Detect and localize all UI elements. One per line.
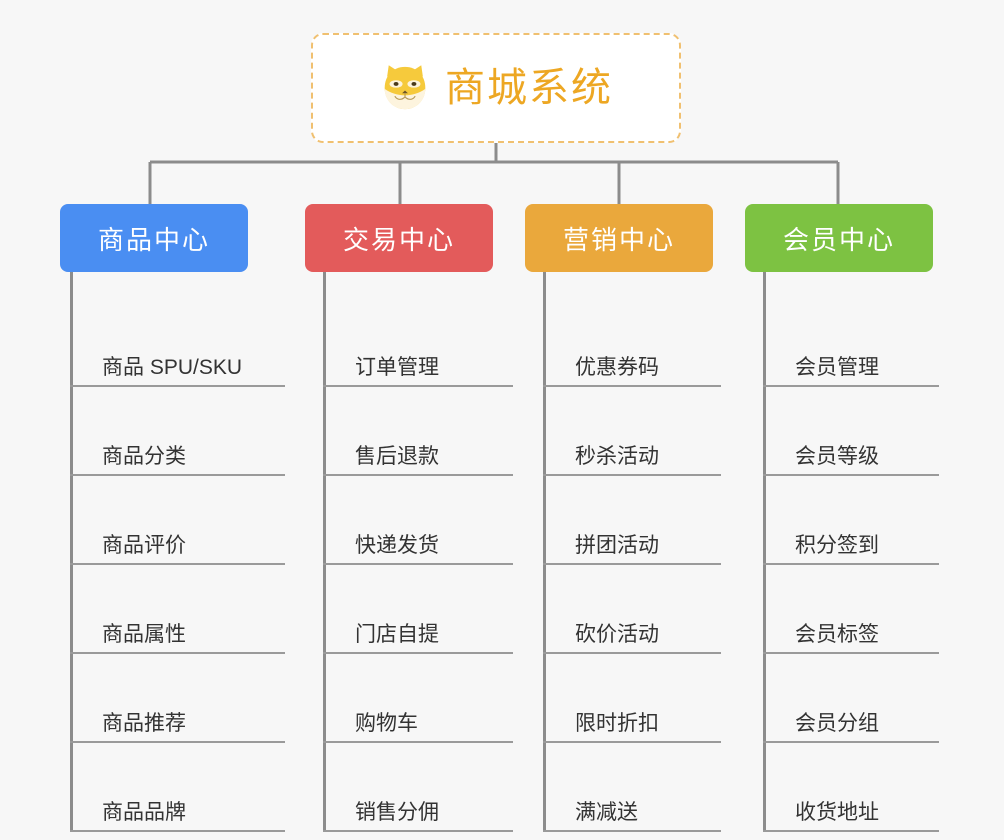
leaf-item-label: 售后退款 [355, 445, 439, 468]
leaf-item[interactable]: 商品 SPU/SKU [60, 298, 285, 387]
leaf-item-label: 优惠券码 [575, 356, 659, 379]
leaf-list: 商品 SPU/SKU 商品分类商品评价商品属性商品推荐商品品牌 [60, 272, 285, 832]
leaf-item[interactable]: 会员标签 [753, 565, 973, 654]
leaf-item[interactable]: 销售分佣 [313, 743, 533, 832]
leaf-item-label: 收货地址 [795, 801, 879, 824]
leaf-item[interactable]: 快递发货 [313, 476, 533, 565]
leaf-item[interactable]: 砍价活动 [533, 565, 753, 654]
leaf-item[interactable]: 优惠券码 [533, 298, 753, 387]
category-header[interactable]: 商品中心 [60, 204, 248, 272]
leaf-item[interactable]: 商品评价 [60, 476, 285, 565]
leaf-item-label: 满减送 [575, 801, 638, 824]
category-column-1: 商品中心商品 SPU/SKU 商品分类商品评价商品属性商品推荐商品品牌 [60, 204, 285, 832]
category-header[interactable]: 交易中心 [305, 204, 493, 272]
leaf-item[interactable]: 会员管理 [753, 298, 973, 387]
leaf-item[interactable]: 秒杀活动 [533, 387, 753, 476]
leaf-item-label: 商品推荐 [102, 712, 186, 735]
leaf-item-underline [323, 474, 513, 476]
category-title: 会员中心 [782, 224, 895, 255]
leaf-item-label: 会员标签 [795, 623, 879, 646]
leaf-item-label: 商品属性 [102, 623, 186, 646]
shiba-dog-icon [384, 65, 426, 110]
leaf-item-underline [543, 563, 721, 565]
column-trunk-line [70, 272, 73, 832]
leaf-item-underline [763, 474, 939, 476]
leaf-item-underline [70, 741, 285, 743]
leaf-item-underline [763, 652, 939, 654]
leaf-item-label: 会员等级 [795, 445, 879, 468]
leaf-item[interactable]: 会员等级 [753, 387, 973, 476]
leaf-item-underline [70, 474, 285, 476]
leaf-item-label: 销售分佣 [355, 801, 439, 824]
leaf-item-underline [70, 652, 285, 654]
category-column-4: 会员中心会员管理会员等级积分签到会员标签会员分组收货地址 [745, 204, 973, 832]
leaf-item[interactable]: 满减送 [533, 743, 753, 832]
column-trunk-line [323, 272, 326, 832]
leaf-item[interactable]: 门店自提 [313, 565, 533, 654]
column-trunk-line [543, 272, 546, 832]
leaf-list: 订单管理售后退款快递发货门店自提购物车销售分佣 [313, 272, 533, 832]
leaf-item-underline [70, 830, 285, 832]
leaf-item[interactable]: 收货地址 [753, 743, 973, 832]
category-title: 商品中心 [97, 224, 210, 255]
leaf-item-label: 砍价活动 [575, 623, 659, 646]
leaf-item-label: 商品评价 [102, 534, 186, 557]
leaf-list: 会员管理会员等级积分签到会员标签会员分组收货地址 [753, 272, 973, 832]
leaf-item-label: 订单管理 [355, 356, 439, 379]
category-title: 营销中心 [562, 224, 675, 255]
leaf-item-label: 拼团活动 [575, 534, 659, 557]
leaf-item-label: 限时折扣 [575, 712, 659, 735]
leaf-item-underline [543, 385, 721, 387]
leaf-item[interactable]: 售后退款 [313, 387, 533, 476]
category-title: 交易中心 [342, 224, 455, 255]
leaf-item-underline [543, 741, 721, 743]
leaf-item-underline [70, 563, 285, 565]
leaf-item[interactable]: 商品分类 [60, 387, 285, 476]
leaf-item-underline [763, 741, 939, 743]
leaf-item-label: 会员分组 [795, 712, 879, 735]
leaf-item-label: 购物车 [355, 712, 418, 735]
leaf-item-underline [323, 652, 513, 654]
leaf-item-underline [323, 385, 513, 387]
root-title: 商城系统 [445, 66, 613, 110]
leaf-item[interactable]: 购物车 [313, 654, 533, 743]
column-trunk-line [763, 272, 766, 832]
leaf-item-underline [763, 563, 939, 565]
root-node[interactable]: 商城系统 [311, 33, 681, 143]
leaf-item-label: 商品分类 [102, 445, 186, 468]
leaf-item-underline [763, 830, 939, 832]
leaf-item-label: 会员管理 [795, 356, 879, 379]
leaf-item-label: 门店自提 [355, 623, 439, 646]
leaf-item-label: 积分签到 [795, 534, 879, 557]
leaf-item-label: 秒杀活动 [575, 445, 659, 468]
leaf-item-underline [70, 385, 285, 387]
leaf-item-underline [543, 830, 721, 832]
leaf-item-underline [763, 385, 939, 387]
leaf-item-underline [543, 652, 721, 654]
leaf-item[interactable]: 积分签到 [753, 476, 973, 565]
leaf-item[interactable]: 商品属性 [60, 565, 285, 654]
category-header[interactable]: 会员中心 [745, 204, 933, 272]
leaf-item[interactable]: 商品推荐 [60, 654, 285, 743]
category-header[interactable]: 营销中心 [525, 204, 713, 272]
leaf-item[interactable]: 限时折扣 [533, 654, 753, 743]
leaf-item-label: 快递发货 [355, 534, 439, 557]
leaf-item[interactable]: 会员分组 [753, 654, 973, 743]
leaf-item[interactable]: 拼团活动 [533, 476, 753, 565]
leaf-list: 优惠券码秒杀活动拼团活动砍价活动限时折扣满减送 [533, 272, 753, 832]
leaf-item-underline [323, 830, 513, 832]
category-column-2: 交易中心订单管理售后退款快递发货门店自提购物车销售分佣 [305, 204, 533, 832]
category-column-3: 营销中心优惠券码秒杀活动拼团活动砍价活动限时折扣满减送 [525, 204, 753, 832]
leaf-item-underline [323, 741, 513, 743]
leaf-item-underline [543, 474, 721, 476]
leaf-item-underline [323, 563, 513, 565]
leaf-item[interactable]: 订单管理 [313, 298, 533, 387]
leaf-item[interactable]: 商品品牌 [60, 743, 285, 832]
leaf-item-label: 商品品牌 [102, 801, 186, 824]
leaf-item-label: 商品 SPU/SKU [102, 356, 243, 379]
